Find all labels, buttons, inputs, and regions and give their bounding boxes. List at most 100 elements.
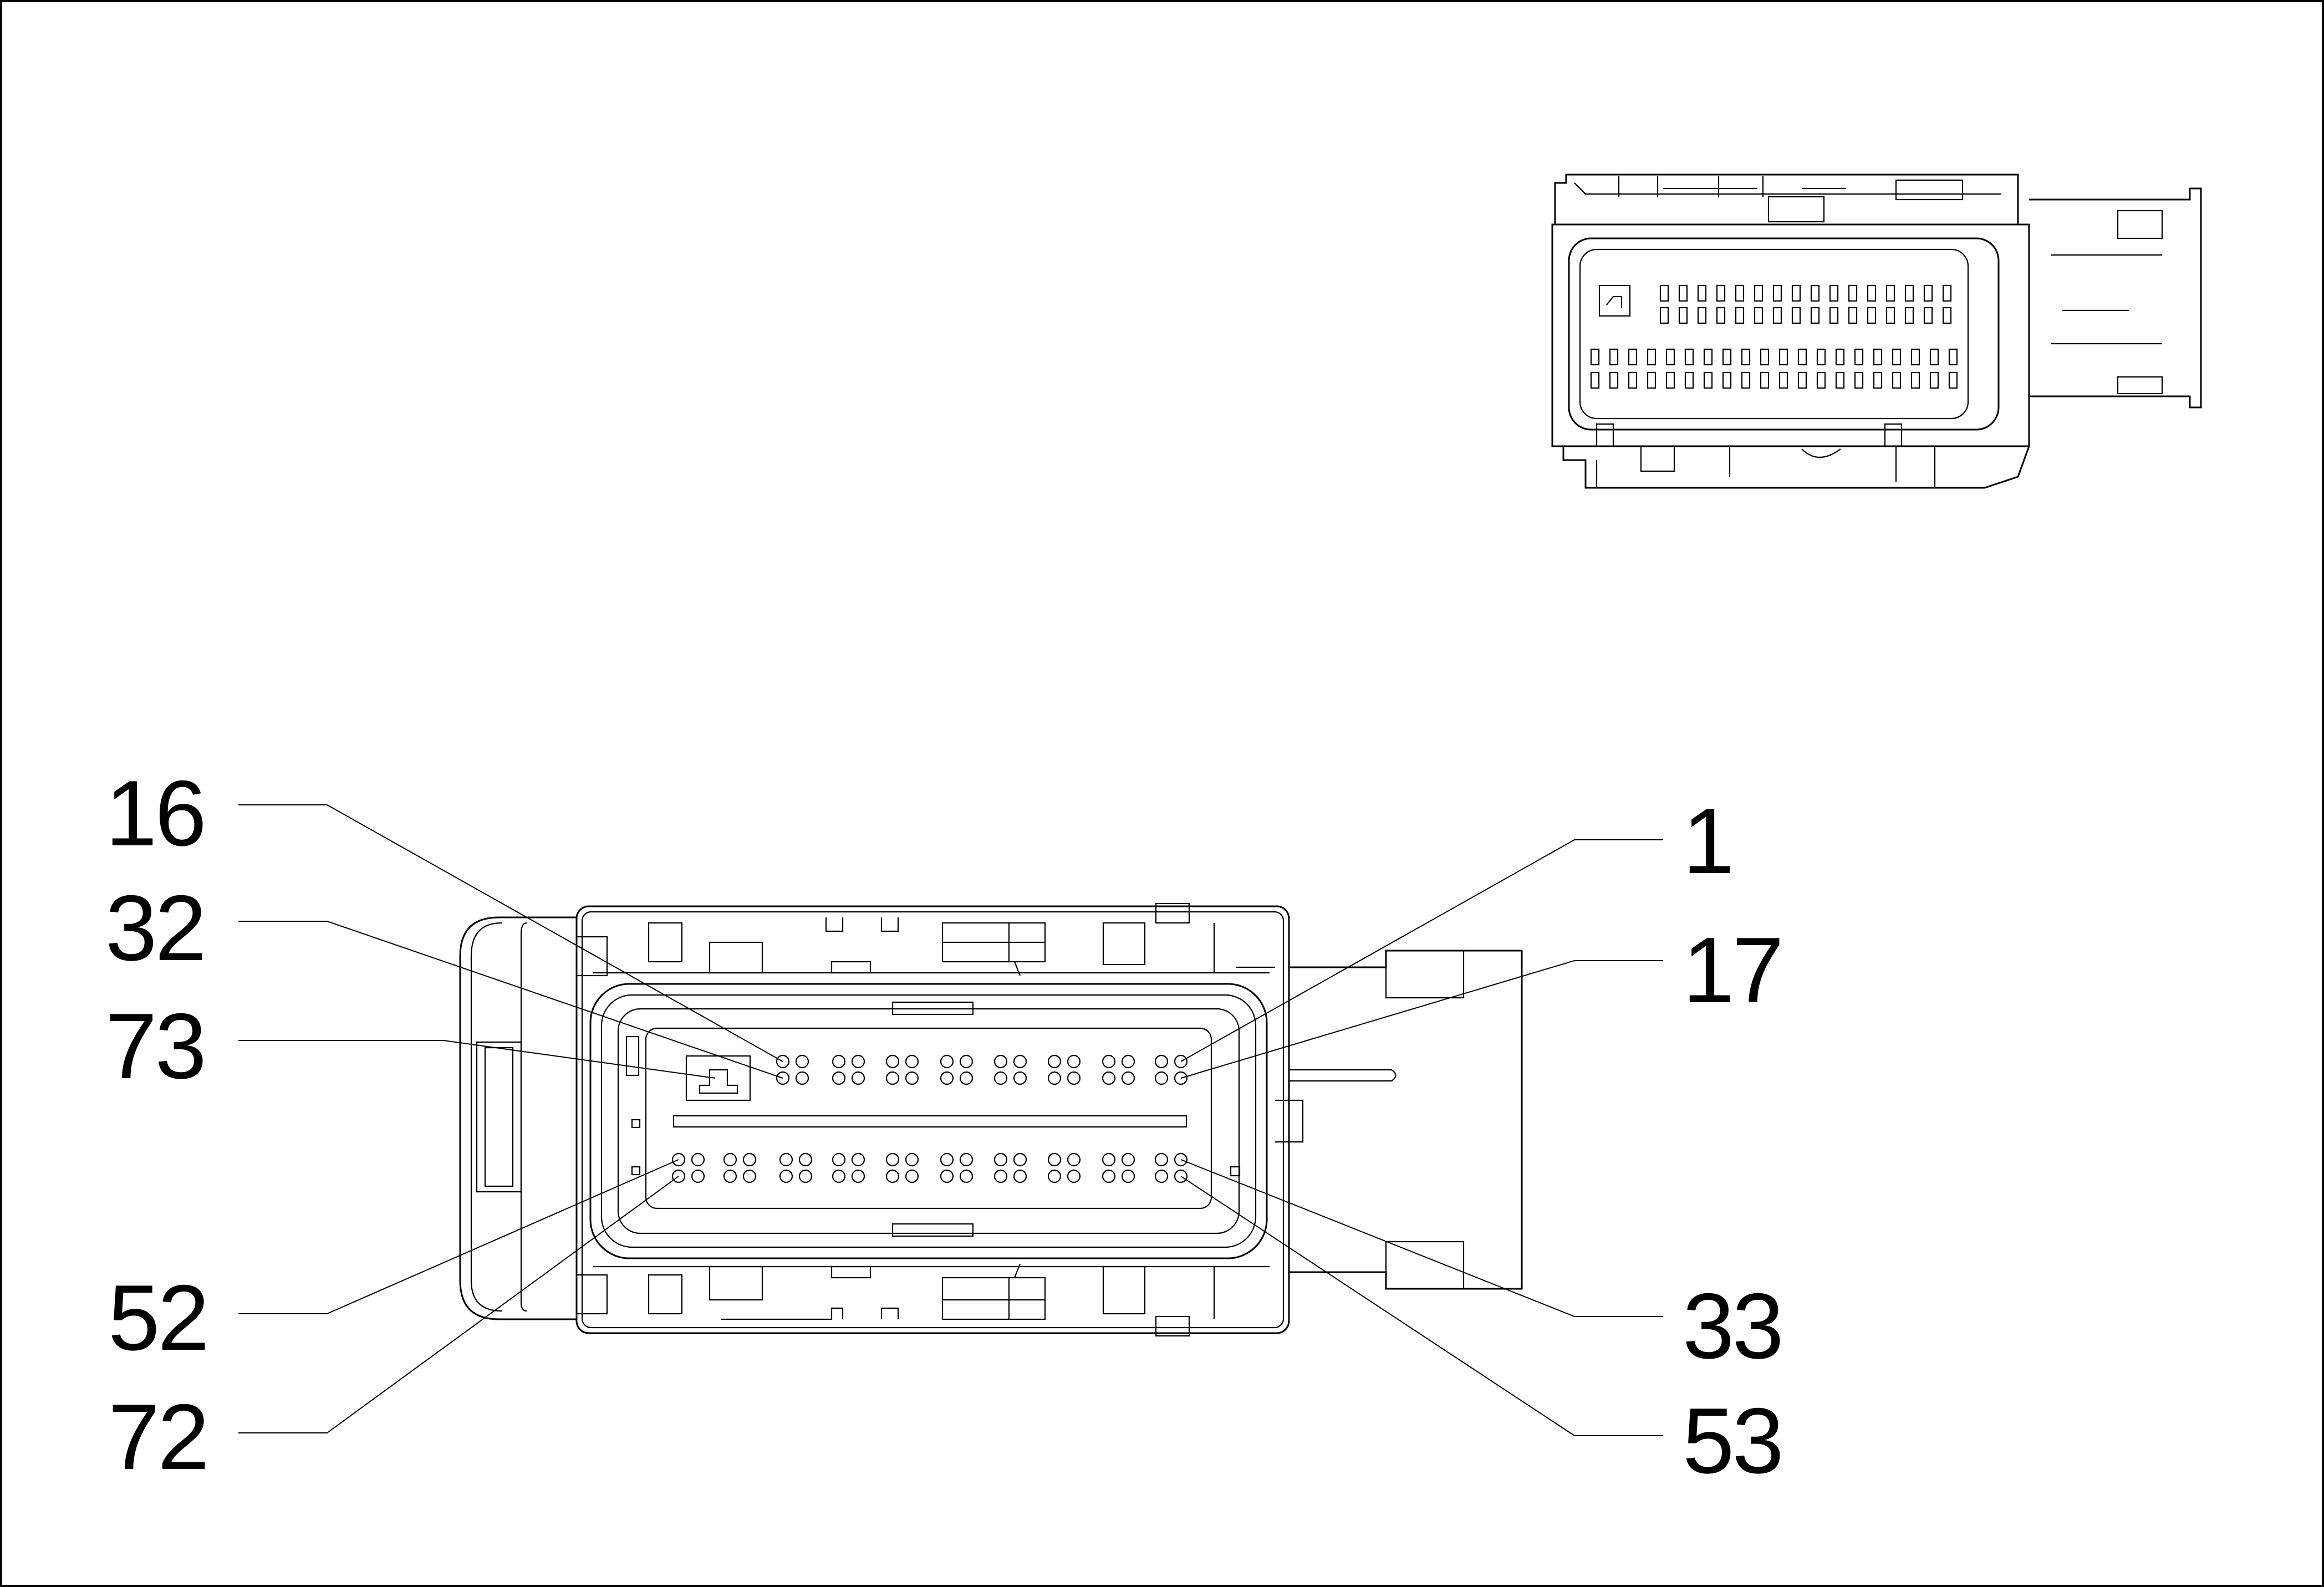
pin-cavity — [1754, 284, 1764, 302]
pin-cavity — [1609, 348, 1619, 366]
pin-cavity — [1590, 348, 1600, 366]
pin-contact — [851, 1054, 865, 1069]
pin-contact — [1121, 1152, 1135, 1167]
label-pin-1: 1 — [1683, 789, 1732, 893]
pin-cavity — [1778, 348, 1788, 366]
pin-contact — [1121, 1169, 1135, 1183]
label-pin-32: 32 — [105, 876, 205, 980]
pin-cavity — [1609, 371, 1619, 389]
pin-cavity — [1910, 348, 1920, 366]
pin-cavity — [1873, 371, 1883, 389]
pin-contact — [1047, 1169, 1062, 1183]
pin-cavity — [1929, 371, 1939, 389]
pin-cavity — [1904, 284, 1914, 302]
pin-contact — [1013, 1071, 1027, 1085]
pin-contact — [851, 1071, 865, 1085]
pin-cavity — [1942, 307, 1952, 324]
pin-cavity — [1816, 348, 1826, 366]
pin-cavity — [1760, 348, 1770, 366]
pin-cavity — [1754, 307, 1764, 324]
pin-cavity — [1684, 348, 1694, 366]
pin-cavity — [1791, 284, 1801, 302]
pin-cavity — [1892, 348, 1902, 366]
pin-cavity — [1684, 371, 1694, 389]
pin-contact — [905, 1071, 919, 1085]
label-pin-73: 73 — [105, 994, 205, 1098]
label-pin-16: 16 — [105, 761, 205, 865]
pin-cavity — [1716, 284, 1726, 302]
pin-contact — [1047, 1152, 1062, 1167]
pin-cavity — [1885, 307, 1895, 324]
label-pin-72: 72 — [108, 1385, 207, 1489]
pin-cavity — [1942, 284, 1952, 302]
pin-contact — [1102, 1152, 1116, 1167]
pin-cavity — [1923, 284, 1933, 302]
pin-cavity — [1797, 371, 1807, 389]
pin-cavity — [1873, 348, 1883, 366]
pin-cavity — [1647, 348, 1657, 366]
pin-contact — [940, 1169, 954, 1183]
pin-contact — [959, 1169, 974, 1183]
pin-cavity — [1772, 307, 1782, 324]
pin-contact — [940, 1054, 954, 1069]
pin-contact — [1102, 1169, 1116, 1183]
pin-cavity — [1628, 348, 1638, 366]
pin-contact — [795, 1054, 809, 1069]
pin-contact — [1013, 1054, 1027, 1069]
pin-contact — [851, 1152, 865, 1167]
pin-contact — [905, 1152, 919, 1167]
pin-cavity — [1867, 284, 1877, 302]
pin-contact — [1154, 1054, 1169, 1069]
pin-cavity — [1703, 348, 1713, 366]
label-pin-52: 52 — [108, 1265, 207, 1370]
pin-contact — [832, 1169, 846, 1183]
pin-cavity — [1791, 307, 1801, 324]
pin-contact — [993, 1071, 1008, 1085]
pin-contact — [885, 1071, 900, 1085]
pin-cavity — [1628, 371, 1638, 389]
pin-contact — [1154, 1169, 1169, 1183]
pin-contact — [1013, 1169, 1027, 1183]
pin-contact — [940, 1152, 954, 1167]
pin-contact — [779, 1169, 793, 1183]
pin-contact — [832, 1152, 846, 1167]
pin-contact — [1067, 1071, 1081, 1085]
pin-contact — [1154, 1071, 1169, 1085]
pin-cavity — [1741, 348, 1751, 366]
pin-contact — [1102, 1071, 1116, 1085]
pin-contact — [742, 1169, 757, 1183]
pin-cavity — [1590, 371, 1600, 389]
pin-cavity — [1778, 371, 1788, 389]
pin-contact — [1047, 1054, 1062, 1069]
pin-contact — [905, 1169, 919, 1183]
pin-contact — [940, 1071, 954, 1085]
pin-cavity — [1760, 371, 1770, 389]
label-pin-33: 33 — [1683, 1274, 1782, 1378]
pin-cavity — [1797, 348, 1807, 366]
pin-contact — [723, 1169, 737, 1183]
connector-isometric-view — [1551, 174, 2202, 489]
pin-contact — [1102, 1054, 1116, 1069]
pin-cavity — [1867, 307, 1877, 324]
pin-cavity — [1948, 371, 1958, 389]
pin-contact — [959, 1152, 974, 1167]
pin-cavity — [1678, 307, 1688, 324]
pin-contact — [959, 1054, 974, 1069]
pin-cavity — [1829, 307, 1839, 324]
pin-cavity — [1772, 284, 1782, 302]
pin-contact — [742, 1152, 757, 1167]
pin-contact — [1067, 1054, 1081, 1069]
pin-cavity — [1816, 371, 1826, 389]
pin-cavity — [1829, 284, 1839, 302]
pin-contact — [959, 1071, 974, 1085]
pin-cavity — [1892, 371, 1902, 389]
pin-contact — [1013, 1152, 1027, 1167]
pin-cavity — [1910, 371, 1920, 389]
pin-contact — [885, 1169, 900, 1183]
pin-contact — [691, 1152, 705, 1167]
pin-contact — [832, 1054, 846, 1069]
pin-cavity — [1923, 307, 1933, 324]
pin-contact — [798, 1169, 813, 1183]
pin-contact — [691, 1169, 705, 1183]
